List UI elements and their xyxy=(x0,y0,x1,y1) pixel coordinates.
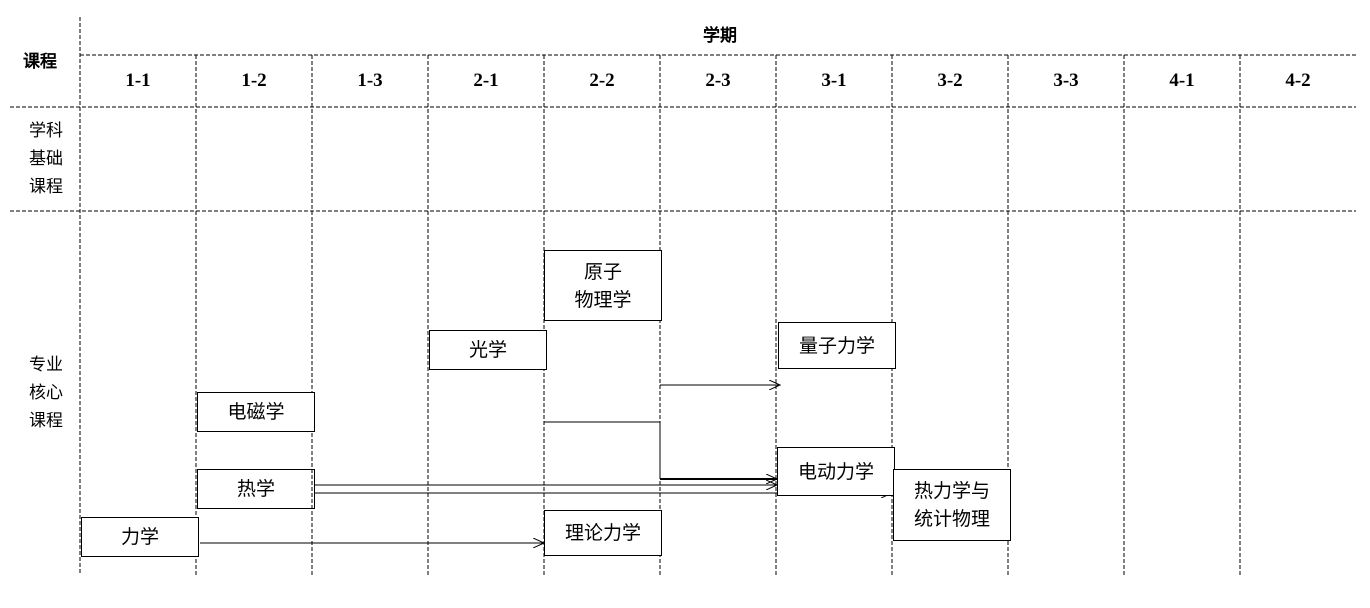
row-label-foundation: 学科 基础 课程 xyxy=(29,121,63,197)
semester-2-3: 2-3 xyxy=(705,70,731,91)
semester-2-1: 2-1 xyxy=(473,70,499,91)
semester-4-1: 4-1 xyxy=(1169,70,1195,91)
course-heat: 热学 xyxy=(197,469,315,509)
semester-3-1: 3-1 xyxy=(821,70,847,91)
semester-2-2: 2-2 xyxy=(589,70,615,91)
course-atomic-physics: 原子 物理学 xyxy=(544,250,662,321)
semester-1-1: 1-1 xyxy=(125,70,151,91)
row-label-core: 专业 核心 课程 xyxy=(29,355,63,431)
course-header: 课程 xyxy=(23,52,57,72)
semester-3-3: 3-3 xyxy=(1053,70,1079,91)
semester-1-3: 1-3 xyxy=(357,70,383,91)
course-quantum: 量子力学 xyxy=(778,322,896,369)
bracket-line xyxy=(544,421,661,479)
course-em: 电磁学 xyxy=(197,392,315,432)
course-thermo-statistical: 热力学与 统计物理 xyxy=(893,469,1011,541)
course-optics: 光学 xyxy=(429,330,547,370)
course-mechanics: 力学 xyxy=(81,517,199,557)
course-electrodynamics: 电动力学 xyxy=(777,447,895,496)
semester-4-2: 4-2 xyxy=(1285,70,1311,91)
semester-1-2: 1-2 xyxy=(241,70,267,91)
semester-header: 学期 xyxy=(703,26,737,46)
semester-3-2: 3-2 xyxy=(937,70,963,91)
course-theoretical-mechanics: 理论力学 xyxy=(544,510,662,556)
